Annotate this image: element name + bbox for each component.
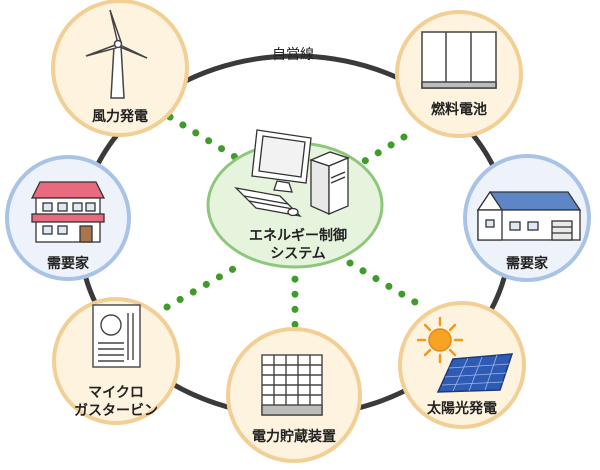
micro-turbine-label-line2: ガスタービン	[74, 403, 158, 419]
battery-storage-icon	[261, 354, 323, 416]
fuel-cell-icon	[421, 31, 497, 89]
control-system-label-line2: システム	[270, 246, 326, 262]
computer-icon	[234, 129, 350, 218]
house-icon	[30, 181, 106, 243]
link-microturbine	[163, 261, 244, 311]
node-energy-control-system: エネルギー制御 システム	[206, 129, 384, 269]
consumer-house-label: 需要家	[47, 255, 90, 272]
connection-links	[163, 113, 424, 334]
micro-turbine-icon	[92, 304, 141, 368]
consumer-building-label: 需要家	[506, 255, 549, 272]
node-power-storage: 電力貯蔵装置	[226, 327, 362, 463]
node-solar-power: 太陽光発電	[398, 301, 526, 429]
node-consumer-house: 需要家	[5, 155, 131, 281]
node-fuel-cell: 燃料電池	[395, 10, 523, 138]
link-fuel-cell	[351, 133, 408, 171]
solar-panel-icon	[436, 353, 514, 393]
fuel-cell-label: 燃料電池	[431, 101, 487, 118]
node-wind-power: 風力発電	[51, 0, 189, 137]
node-micro-gas-turbine: マイクロ ガスタービン	[52, 297, 180, 425]
link-solar	[346, 259, 424, 309]
node-consumer-building: 需要家	[463, 154, 591, 282]
link-wind	[166, 113, 244, 164]
wind-turbine-icon	[85, 9, 148, 99]
factory-building-icon	[476, 190, 582, 241]
wind-power-label: 風力発電	[92, 108, 148, 125]
sun-icon	[416, 316, 464, 364]
micro-turbine-label-line1: マイクロ	[88, 385, 144, 401]
control-system-label-line1: エネルギー制御	[249, 227, 347, 244]
ring-label: 自営線	[272, 47, 314, 63]
power-storage-label: 電力貯蔵装置	[252, 428, 336, 445]
solar-power-label: 太陽光発電	[427, 400, 497, 417]
